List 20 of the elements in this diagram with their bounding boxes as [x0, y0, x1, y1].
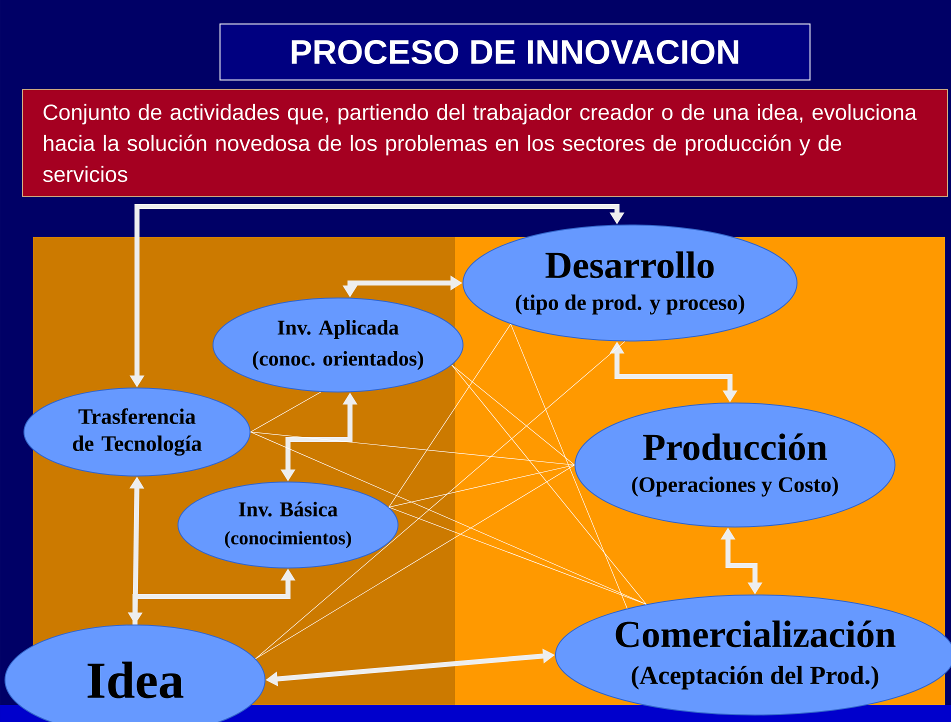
connector [255, 464, 575, 660]
connector [451, 364, 575, 466]
connector [451, 364, 646, 605]
connector [250, 392, 322, 432]
ellipse-node: Producción (Operaciones y Costo) [574, 402, 896, 528]
description-box: Conjunto de actividades que, partiendo del trabajador creador o de una idea, evoluciona hacia la solución novedosa de los problemas en los sectores de producción y de servicios [22, 89, 948, 197]
connector [388, 506, 646, 605]
connector [388, 464, 575, 508]
ellipse-node: Trasferencia de Tecnología [24, 387, 250, 476]
connector [510, 324, 628, 609]
title-banner: PROCESO DE INNOVACION [220, 24, 810, 80]
connector [255, 341, 626, 660]
ellipse-node: Desarrollo (tipo de prod. y proceso) [462, 224, 798, 342]
ellipse-node: Inv. Básica (conocimientos) [178, 481, 398, 568]
ellipse-node: Comercialización (Aceptación del Prod.) [555, 594, 951, 716]
connector [250, 432, 575, 466]
connector [250, 432, 646, 605]
connector [388, 324, 512, 508]
ellipse-node: Idea [4, 624, 266, 722]
ellipse-node: Inv. Aplicada (conoc. orientados) [212, 297, 464, 392]
